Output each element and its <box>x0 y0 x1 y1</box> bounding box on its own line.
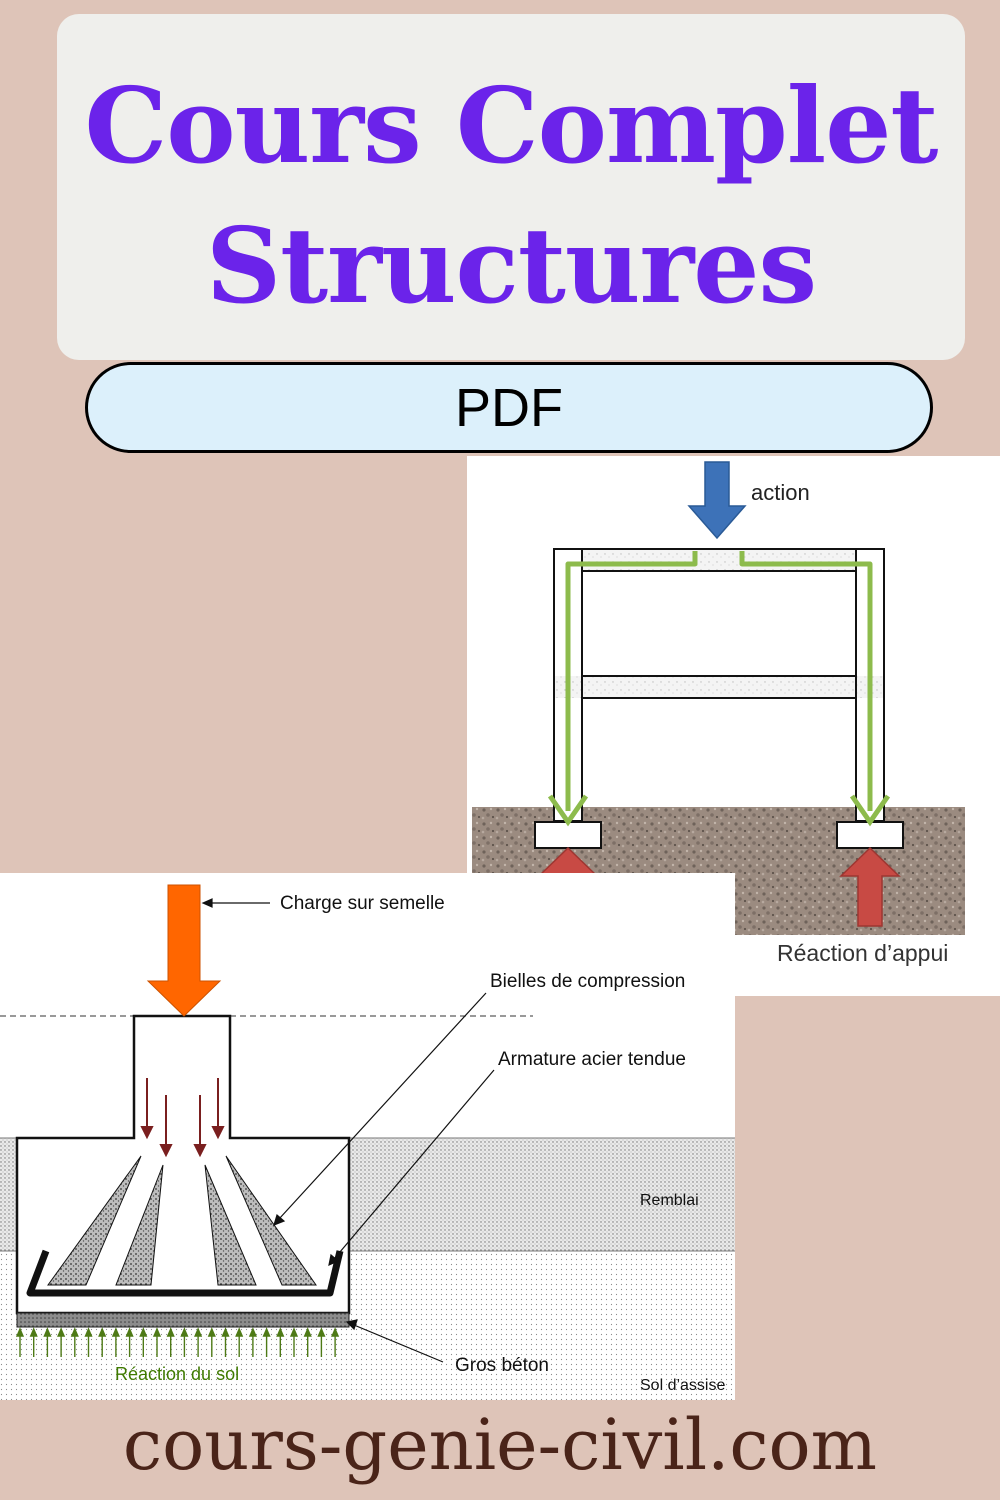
soil-reaction-arrowhead <box>331 1327 340 1337</box>
site-url[interactable]: cours-genie-civil.com <box>122 1404 878 1486</box>
column-force-arrows <box>140 1078 225 1158</box>
title-line-2: Structures <box>205 204 817 327</box>
reaction-label: Réaction d’appui <box>777 940 948 966</box>
frame-diagram-svg: action Réaction d’appui <box>472 461 965 966</box>
soil-reaction-arrowhead <box>111 1327 120 1337</box>
soil-reaction-arrowhead <box>166 1327 175 1337</box>
soil-reaction-arrowhead <box>98 1327 107 1337</box>
compression-struts <box>47 1155 317 1286</box>
footing-diagram-svg: Charge sur semelle Bielles de compressio… <box>0 884 735 1400</box>
soil-reaction-arrowhead <box>29 1327 38 1337</box>
soil-reaction-arrowhead <box>57 1327 66 1337</box>
title-card: Cours Complet Structures <box>57 14 965 360</box>
soil-reaction-arrowhead <box>248 1327 257 1337</box>
soil-reaction-arrowhead <box>84 1327 93 1337</box>
soil-reaction-arrowhead <box>194 1327 203 1337</box>
action-arrow <box>687 461 747 540</box>
load-label: Charge sur semelle <box>280 893 445 914</box>
pdf-badge[interactable]: PDF <box>85 362 933 453</box>
load-path <box>565 551 873 811</box>
load-arrowhead-right <box>849 794 891 827</box>
soil-reaction-arrowhead <box>317 1327 326 1337</box>
soil-reaction-arrowhead <box>15 1327 25 1337</box>
soil-reaction-arrowhead <box>221 1327 230 1337</box>
bearing-soil-label: Sol d’assise <box>640 1377 725 1394</box>
soil-reaction-arrowhead <box>125 1327 134 1337</box>
backfill-label: Remblai <box>640 1192 699 1209</box>
struts-label: Bielles de compression <box>490 971 685 992</box>
lean-concrete <box>16 1312 350 1328</box>
soil-reaction-label: Réaction du sol <box>115 1364 239 1384</box>
soil-reaction-arrowhead <box>289 1327 299 1337</box>
steel-label: Armature acier tendue <box>498 1049 686 1070</box>
soil-reaction-arrowhead <box>139 1327 148 1337</box>
soil-reaction-arrowhead <box>276 1327 285 1337</box>
roof-slab <box>553 548 885 572</box>
action-label: action <box>751 480 810 505</box>
footing-diagram: Charge sur semelle Bielles de compressio… <box>0 873 735 1400</box>
footing-load-arrow <box>146 884 222 1017</box>
soil-reaction-arrowhead <box>262 1327 271 1337</box>
soil-reaction-arrowhead <box>43 1327 52 1337</box>
soil-reaction-arrowhead <box>235 1327 244 1337</box>
load-arrowhead-left <box>547 794 589 827</box>
soil-reaction-arrowhead <box>70 1327 79 1337</box>
soil-reaction-arrowhead <box>303 1327 312 1337</box>
title-line-1: Cours Complet <box>84 64 939 187</box>
soil-reaction-arrowhead <box>152 1327 162 1337</box>
lean-concrete-label: Gros béton <box>455 1355 549 1376</box>
pdf-badge-label: PDF <box>455 377 563 438</box>
floor-slab <box>581 675 858 699</box>
soil-reaction-arrowhead <box>180 1327 189 1337</box>
soil-reaction-arrows <box>15 1327 340 1357</box>
soil-reaction-arrowhead <box>207 1327 216 1337</box>
tensioned-steel <box>26 1249 344 1297</box>
reaction-arrow-right <box>839 846 901 927</box>
